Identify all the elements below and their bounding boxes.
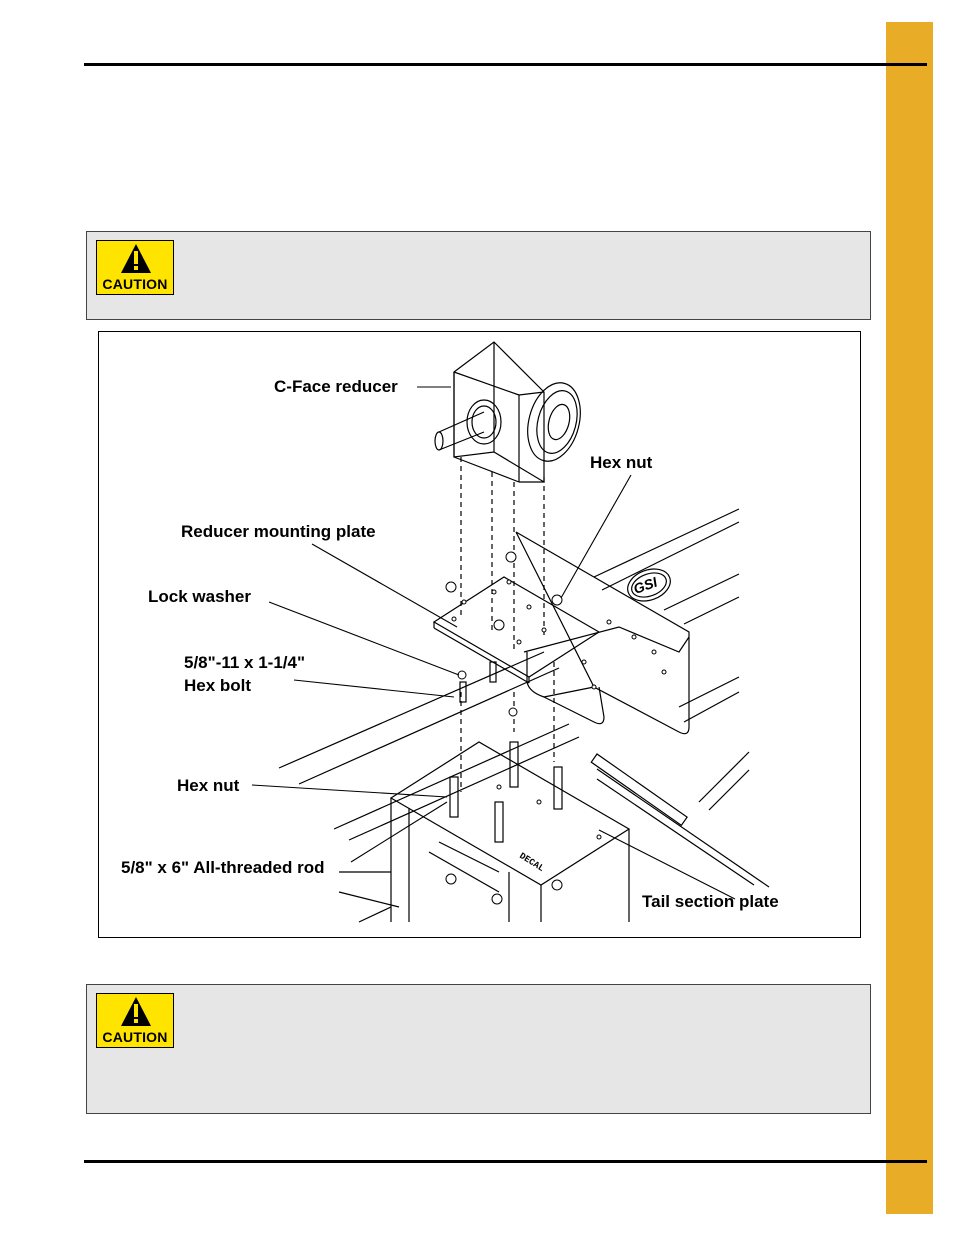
- label-hex-nut-top: Hex nut: [590, 453, 653, 472]
- chapter-side-tab: [886, 22, 933, 1214]
- reducer-assembly-drawing: GSI DECAL C-Face reducer Hex nut Reducer…: [121, 341, 779, 923]
- label-c-face-reducer: C-Face reducer: [274, 377, 398, 396]
- warning-triangle-icon: [121, 244, 151, 273]
- assembly-figure: GSI DECAL C-Face reducer Hex nut Reducer…: [98, 331, 861, 938]
- label-reducer-mounting-plate: Reducer mounting plate: [181, 522, 376, 541]
- caution-label: CAUTION: [102, 276, 168, 292]
- label-hex-nut-bottom: Hex nut: [177, 776, 240, 795]
- caution-label: CAUTION: [102, 1029, 168, 1045]
- warning-triangle-icon: [121, 997, 151, 1026]
- header-rule: [84, 63, 927, 66]
- label-hex-bolt: Hex bolt: [184, 676, 251, 695]
- label-tail-section-plate: Tail section plate: [642, 892, 779, 911]
- caution-notice-top: CAUTION: [86, 231, 871, 320]
- footer-rule: [84, 1160, 927, 1163]
- label-threaded-rod: 5/8" x 6" All-threaded rod: [121, 858, 325, 877]
- caution-sign: CAUTION: [96, 993, 174, 1048]
- label-hex-bolt-size: 5/8"-11 x 1-1/4": [184, 653, 305, 672]
- caution-notice-bottom: CAUTION: [86, 984, 871, 1114]
- decal-marking: DECAL: [517, 851, 545, 874]
- caution-sign: CAUTION: [96, 240, 174, 295]
- label-lock-washer: Lock washer: [148, 587, 251, 606]
